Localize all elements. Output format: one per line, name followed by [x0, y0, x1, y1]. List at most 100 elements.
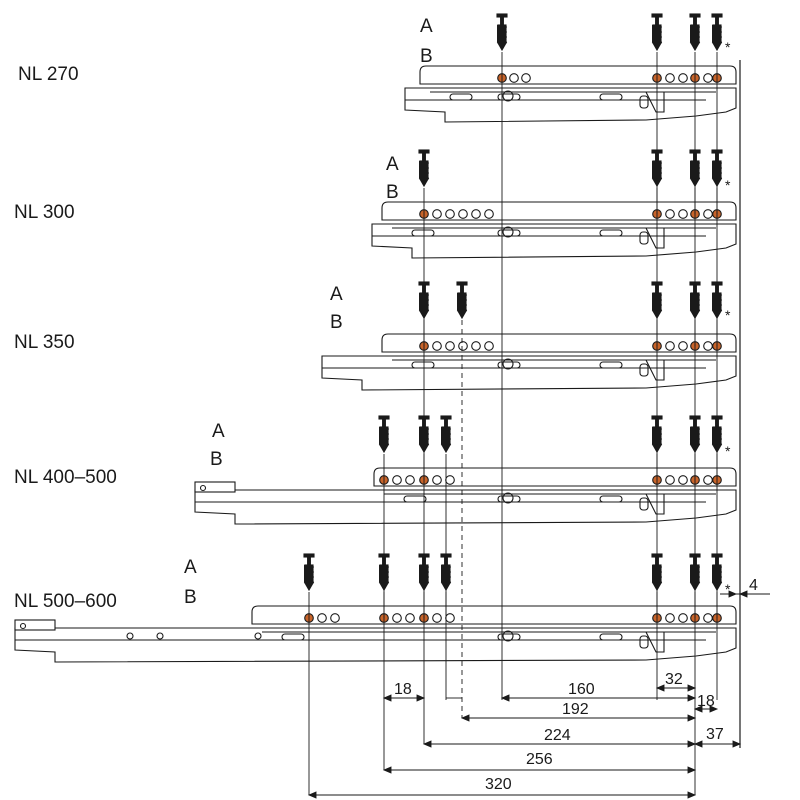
mounting-hole — [458, 209, 468, 219]
rail-slot — [599, 361, 623, 369]
label-a-row2: A — [386, 154, 399, 175]
rail-slot — [599, 229, 623, 237]
dim-line-256-arrow — [382, 766, 392, 774]
row-label-nl350: NL 350 — [14, 332, 75, 353]
label-a-row5: A — [184, 557, 197, 578]
front-lock-detail — [645, 91, 665, 113]
mounting-hole — [458, 341, 468, 351]
rail-upper-profile — [381, 201, 737, 221]
dim-192: 192 — [562, 701, 589, 718]
dim-line-4-arrow — [728, 590, 738, 598]
screw-icon — [711, 13, 723, 51]
dim-line-320-arrow — [307, 791, 317, 799]
dim-320: 320 — [485, 776, 512, 793]
row-label-nl400-500: NL 400–500 — [14, 467, 117, 488]
mounting-hole — [445, 341, 455, 351]
mounting-hole — [484, 341, 494, 351]
dim-line-18-left-arrow — [416, 694, 426, 702]
dim-line-32-arrow — [655, 684, 665, 692]
mounting-hole — [521, 73, 531, 83]
mounting-hole — [432, 475, 442, 485]
label-a-row4: A — [212, 421, 225, 442]
screw-icon — [651, 13, 663, 51]
runner-row-2 — [371, 149, 737, 259]
rail-upper-profile — [381, 333, 737, 353]
rail-upper-profile — [373, 467, 737, 487]
mounting-hole — [678, 613, 688, 623]
front-lock-slot — [639, 497, 649, 511]
asterisk-row3: * — [725, 307, 731, 323]
dim-line-18-left-arrow — [382, 694, 392, 702]
rail-slot — [281, 633, 305, 641]
mounting-hole — [665, 341, 675, 351]
row-label-nl300: NL 300 — [14, 202, 75, 223]
dim-line-160-arrow — [500, 694, 510, 702]
mounting-hole — [703, 613, 713, 623]
rail-slot — [497, 361, 521, 369]
dim-line-224-arrow — [422, 740, 432, 748]
mounting-hole — [445, 613, 455, 623]
front-lock-detail — [645, 631, 665, 653]
mounting-hole — [665, 73, 675, 83]
mounting-hole — [509, 73, 519, 83]
dimension-lines — [307, 78, 770, 799]
roller — [502, 358, 514, 370]
rail-lower-profile — [371, 223, 737, 259]
dim-line-320-arrow — [687, 791, 697, 799]
dim-line-192-arrow — [687, 714, 697, 722]
screw-icon — [418, 149, 430, 187]
rear-bracket-hole — [19, 622, 27, 630]
mounting-hole — [405, 613, 415, 623]
dim-line-18-right-arrow — [709, 705, 719, 713]
mounting-hole — [405, 475, 415, 485]
dim-line-224-arrow — [687, 740, 697, 748]
mounting-hole — [445, 475, 455, 485]
front-lock-detail — [645, 493, 665, 515]
rear-bracket-hole — [199, 484, 207, 492]
mounting-hole — [445, 209, 455, 219]
mounting-hole — [484, 209, 494, 219]
runner-row-4 — [194, 415, 737, 525]
screw-icon — [378, 415, 390, 453]
extension-hole — [126, 632, 134, 640]
front-lock-slot — [639, 95, 649, 109]
label-b-row4: B — [210, 449, 223, 470]
dim-160: 160 — [568, 681, 595, 698]
mounting-hole — [392, 613, 402, 623]
asterisk-row4: * — [725, 443, 731, 459]
mounting-hole — [392, 475, 402, 485]
label-a-row1: A — [420, 16, 433, 37]
label-b-row2: B — [386, 182, 399, 203]
rail-slot — [599, 633, 623, 641]
mounting-hole — [432, 613, 442, 623]
mounting-hole — [317, 613, 327, 623]
front-lock-slot — [639, 363, 649, 377]
extension-hole — [254, 632, 262, 640]
dim-18-left: 18 — [394, 681, 412, 698]
extension-hole — [156, 632, 164, 640]
runner-row-1 — [404, 13, 737, 123]
mounting-hole — [330, 613, 340, 623]
label-b-row1: B — [420, 46, 433, 67]
dim-18-right: 18 — [697, 693, 715, 710]
mounting-hole — [471, 341, 481, 351]
dim-line-37-arrow — [693, 740, 703, 748]
mounting-hole — [665, 475, 675, 485]
runner-row-3 — [321, 281, 737, 391]
row-label-nl270: NL 270 — [18, 64, 79, 85]
dim-line-18-right-arrow — [693, 705, 703, 713]
rail-slot — [411, 229, 435, 237]
rail-lower-profile — [14, 627, 737, 663]
rail-upper-profile — [419, 65, 737, 85]
mounting-hole — [678, 475, 688, 485]
runner-drawings — [14, 13, 737, 663]
dim-line-4-arrow — [738, 590, 748, 598]
dim-224: 224 — [544, 727, 571, 744]
runner-row-5 — [14, 553, 737, 663]
rail-slot — [599, 495, 623, 503]
roller — [502, 630, 514, 642]
rear-bracket — [14, 619, 56, 631]
screw-icon — [456, 281, 468, 319]
dim-line-32-arrow — [687, 684, 697, 692]
